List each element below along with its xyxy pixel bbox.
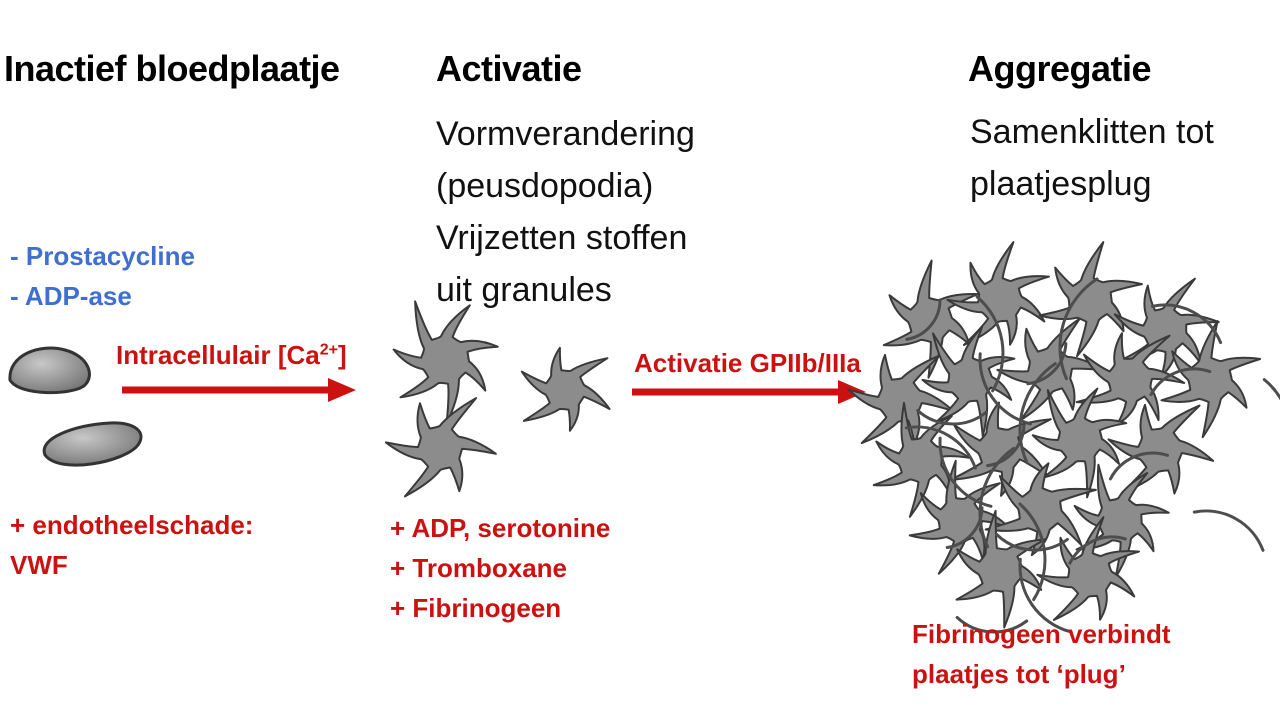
aggregated-platelet [946,241,1050,346]
aggregation-note-line-2: plaatjes tot ‘plug’ [912,659,1126,689]
fibrinogen-strand [995,533,1069,552]
aggregated-platelet [1073,463,1170,579]
inhibitor-prostacycline: - Prostacycline [10,241,195,271]
activated-platelets [384,300,611,498]
fibrinogen-strand [955,616,1029,634]
fibrinogen-strand [1192,509,1265,552]
trigger-list: + endotheelschade: VWF [10,505,253,585]
released-substances: + ADP, serotonine + Tromboxane + Fibrino… [390,508,610,628]
inhibitor-list: - Prostacycline - ADP-ase [10,236,195,316]
fibrinogen-strand [1150,303,1223,345]
fibrinogen-strand [986,424,1026,468]
aggregated-platelet [1031,387,1128,499]
aggregated-platelet [872,401,971,518]
stage3-desc-line-2: plaatjesplug [970,165,1152,203]
released-thromboxane: + Tromboxane [390,553,567,583]
fibrinogen-strand [1026,342,1068,386]
stage2-desc-line-2: (peusdopodia) [436,167,654,205]
fibrinogen-strand [1018,502,1047,602]
stage2-desc-line-1: Vormverandering [436,115,695,153]
activated-platelet [384,397,497,498]
aggregated-platelet [847,353,955,445]
fibrinogen-strand [1068,535,1127,565]
aggregated-platelet [1075,332,1186,425]
fibrinogen-strand [905,298,942,341]
arrow-activation [122,378,356,402]
inactive-platelet-disc-1 [8,346,91,395]
stage3-heading: Aggregatie [968,48,1152,89]
aggregated-platelet [984,462,1097,557]
aggregated-platelet [996,317,1106,421]
inhibitor-adp-ase: - ADP-ase [10,281,132,311]
fibrinogen-strand [975,295,1005,393]
fibrinogen-strand [945,506,984,549]
fibrinogen-strand [1262,378,1280,473]
arrow2-label: Activatie GPIIb/IIIa [634,348,861,378]
stage3-description: Samenklitten tot plaatjesplug [970,106,1214,210]
aggregated-platelet [882,259,979,379]
stage2-desc-line-3: Vrijzetten stoffen [436,219,688,257]
aggregated-platelet [1107,403,1215,495]
trigger-vwf: VWF [10,550,68,580]
fibrinogen-strand [978,446,1016,549]
stage2-description: Vormverandering (peusdopodia) Vrijzetten… [436,108,695,316]
stage2-heading: Activatie [436,48,582,89]
fibrinogen-strand [916,409,988,426]
aggregated-platelet [955,509,1046,629]
aggregated-platelet [921,326,1016,438]
released-fibrinogen: + Fibrinogeen [390,593,562,623]
fibrinogen-strand [1108,451,1169,481]
inactive-platelet-disc-2 [42,421,143,467]
fibrinogen-strand [1058,277,1099,381]
fibrinogen-strand [1018,362,1057,465]
fibrinogen-strand [1149,367,1212,397]
arrow1-label: Intracellulair [Ca2+] [116,340,347,370]
arrow-aggregation [632,380,866,404]
trigger-endothelial-damage: + endotheelschade: [10,510,254,540]
released-adp-serotonin: + ADP, serotonine [390,513,611,543]
aggregation-note-line-1: Fibrinogeen verbindt [912,619,1171,649]
stage2-desc-line-4: uit granules [436,271,612,309]
platelet-aggregate [847,241,1280,634]
fibrinogen-strand [904,425,977,470]
aggregated-platelet [1160,320,1262,439]
aggregation-note: Fibrinogeen verbindt plaatjes tot ‘plug’ [912,614,1171,694]
stage3-desc-line-1: Samenklitten tot [970,113,1214,151]
fibrinogen-strand [1018,557,1072,634]
activated-platelet [392,300,499,425]
activated-platelet [520,346,611,432]
stage1-heading: Inactief bloedplaatje [4,48,340,89]
